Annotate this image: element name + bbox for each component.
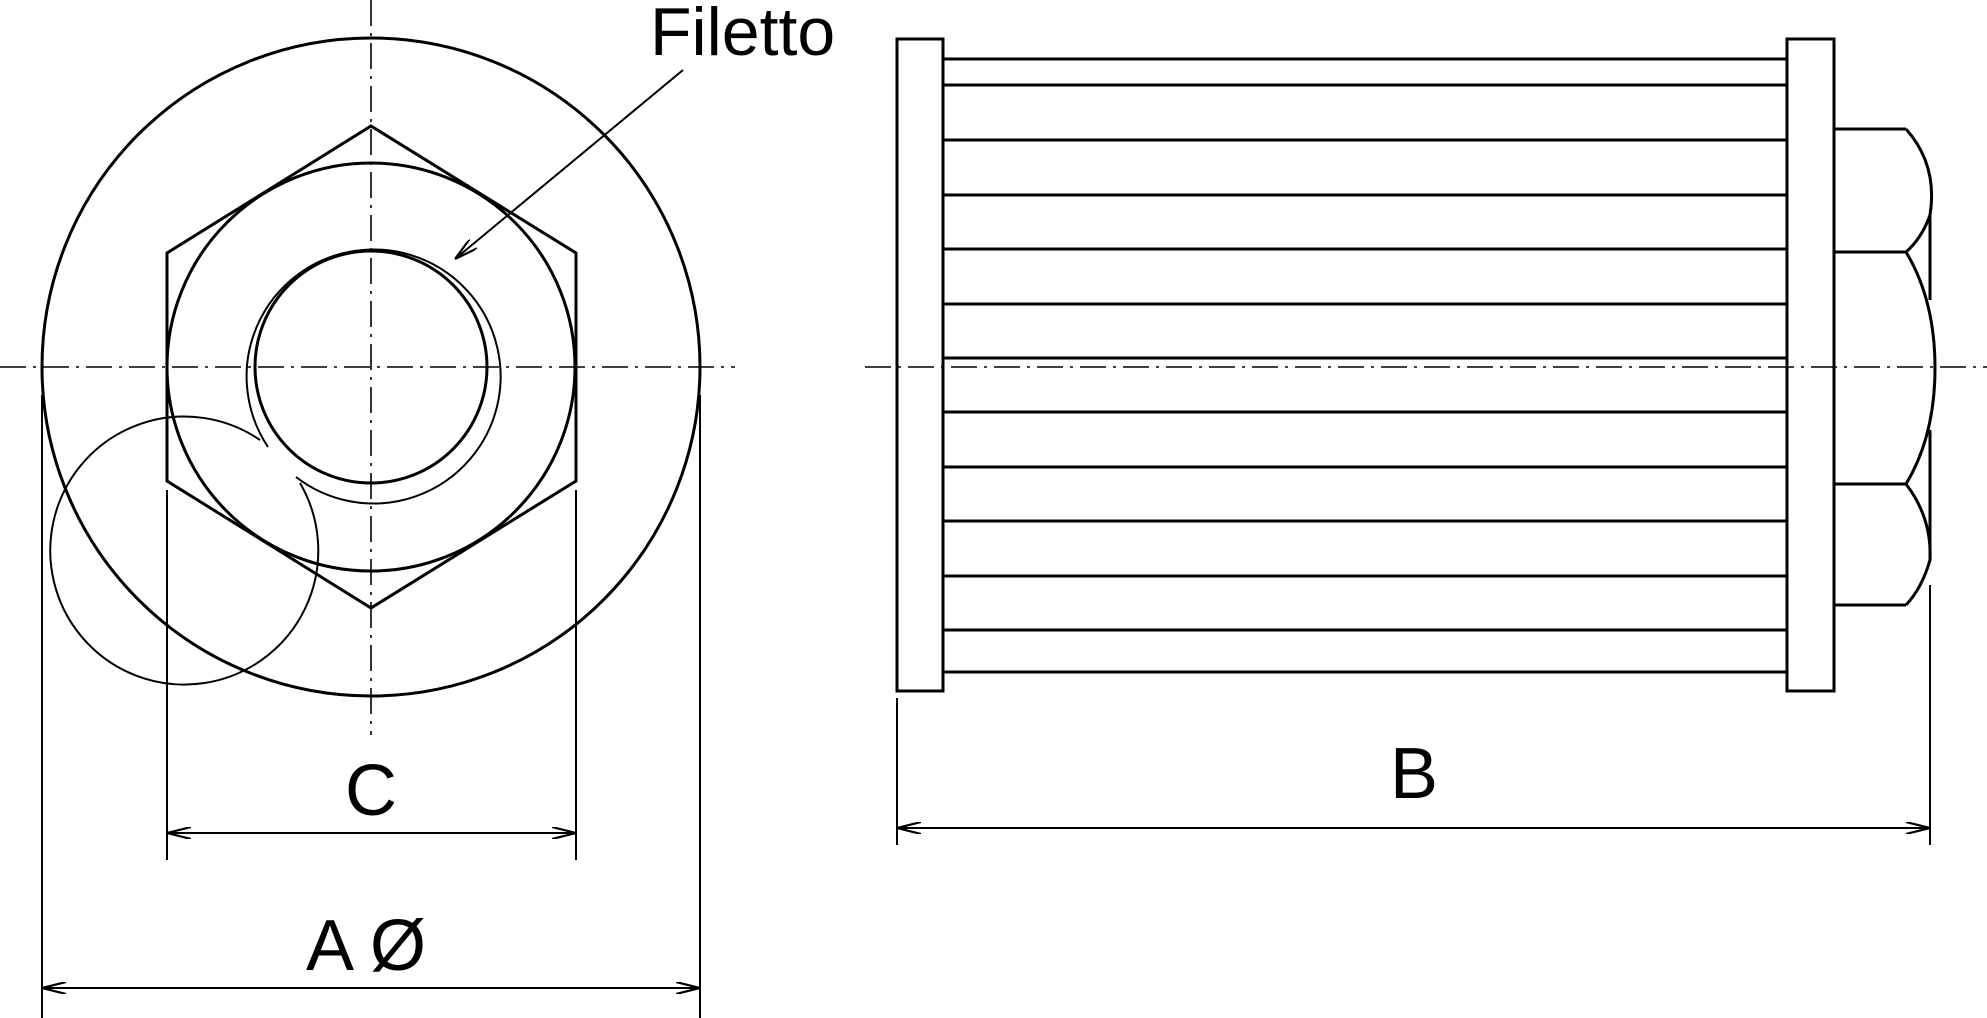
front-view [0, 0, 735, 735]
dimension-b: B [896, 585, 1931, 845]
left-end-plate [895, 37, 945, 693]
thread-arc [49, 415, 320, 686]
outer-flange-circle [40, 36, 702, 698]
dimension-b-label: B [1390, 734, 1438, 814]
dimension-a-label: A Ø [306, 906, 426, 986]
filter-mesh-lines [943, 57, 1787, 674]
dimension-c: C [166, 490, 577, 860]
side-view [865, 37, 1987, 693]
thread-callout: Filetto [455, 0, 835, 259]
thread-label: Filetto [650, 0, 835, 70]
dimension-c-label: C [345, 751, 397, 831]
thread-arc-inner [245, 248, 502, 505]
bore-circle [253, 249, 489, 485]
hex-nut-side [1834, 127, 1937, 607]
hex-chamfer-circle [165, 161, 577, 573]
right-end-plate [1785, 37, 1836, 693]
hex-nut-outline [165, 124, 578, 610]
dimension-a: A Ø [41, 395, 701, 1018]
thread-leader-line [455, 69, 684, 259]
